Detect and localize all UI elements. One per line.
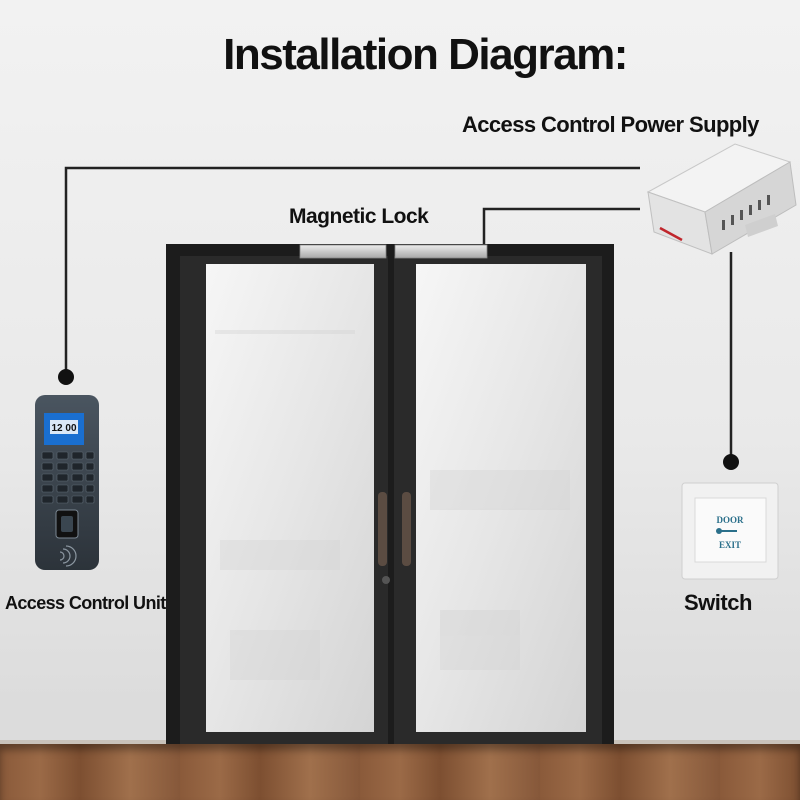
switch-door-text: DOOR (717, 515, 745, 525)
magnetic-lock-right (394, 244, 488, 259)
magnetic-lock-left (299, 244, 387, 259)
power-supply-box (646, 143, 797, 255)
wooden-floor (0, 744, 800, 800)
magnetic-lock-label: Magnetic Lock (289, 205, 429, 228)
rfid-icon (59, 545, 77, 567)
wire-keypad-to-psu (64, 166, 640, 376)
psu-mounting-bracket (745, 214, 778, 237)
access-control-keypad: 12 00 (35, 395, 99, 570)
power-supply-label: Access Control Power Supply (462, 112, 759, 137)
wire-node-keypad (58, 369, 74, 385)
switch-label: Switch (684, 590, 752, 615)
switch-exit-text: EXIT (719, 540, 741, 550)
wire-node-switch (723, 454, 739, 470)
double-glass-door (166, 244, 614, 744)
switch-button (694, 497, 767, 563)
wire-lock-to-psu (482, 207, 640, 248)
keypad-display-text: 12 00 (51, 423, 76, 434)
glass-reflections (215, 330, 570, 680)
exit-switch: DOOR EXIT (681, 482, 779, 580)
diagram-title: Installation Diagram: (223, 30, 628, 79)
right-handle (402, 492, 411, 566)
psu-red-wire (659, 226, 683, 242)
right-glass (416, 264, 586, 732)
keypad-buttons (41, 451, 95, 504)
key-icon (716, 528, 737, 534)
left-glass (206, 264, 374, 732)
access-control-unit-label: Access Control Unit (5, 593, 166, 613)
floor-lock (382, 576, 390, 584)
left-handle (378, 492, 387, 566)
